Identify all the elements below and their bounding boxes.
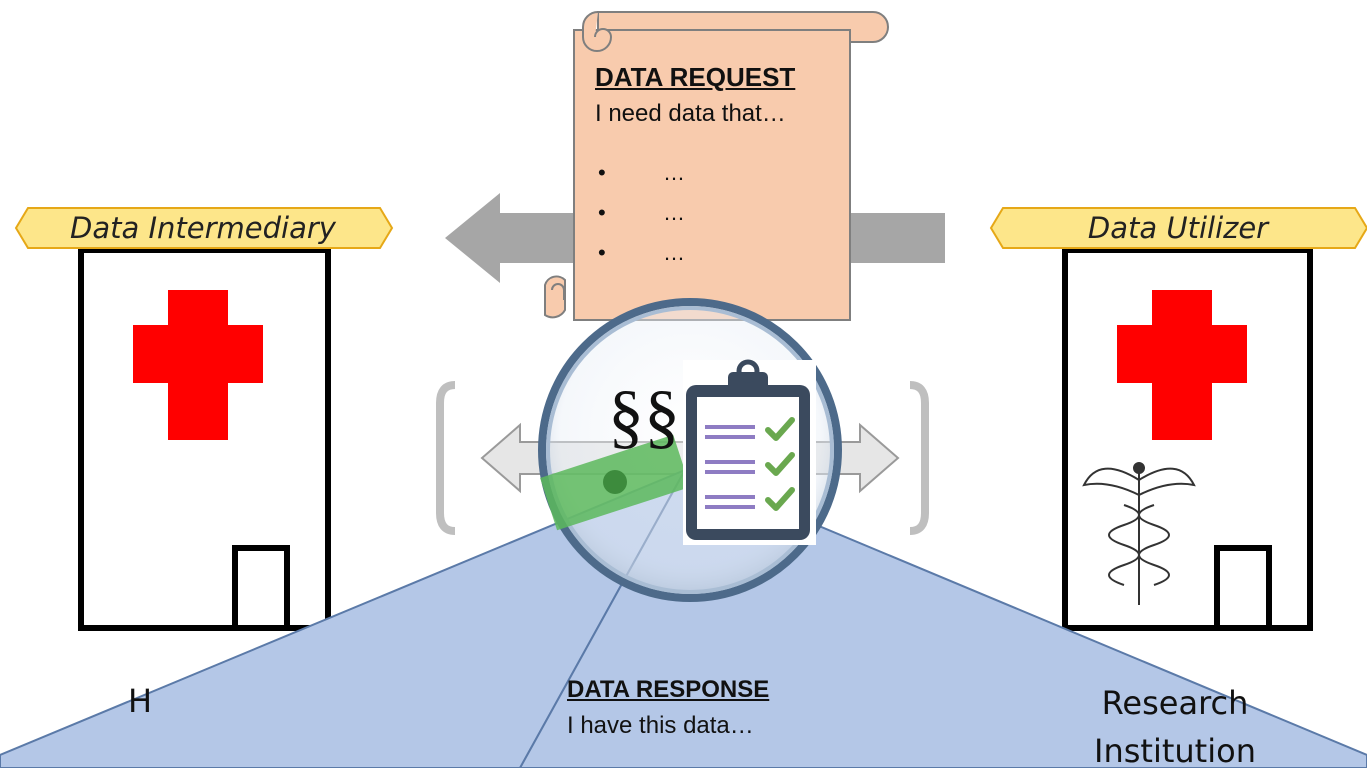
role-label-left-shape	[14, 207, 394, 249]
hospital-building-left	[78, 247, 331, 631]
bullet-text: …	[663, 200, 685, 225]
data-request-body: I need data that…	[595, 100, 786, 127]
role-label-data-intermediary: Data Intermediary	[70, 211, 336, 245]
bullet-text: …	[663, 240, 685, 265]
caption-institution: Institution	[1094, 732, 1256, 770]
clipboard-checklist-icon	[683, 359, 816, 545]
data-request-bullet-3: •…	[598, 240, 685, 265]
data-request-bullet-1: •…	[598, 160, 685, 185]
role-label-data-utilizer: Data Utilizer	[1087, 211, 1269, 245]
money-bill-icon	[540, 434, 691, 531]
paragraph-symbol: §§	[608, 376, 680, 456]
research-building-right	[1062, 247, 1313, 631]
red-cross-icon	[1117, 290, 1247, 440]
data-response-body: I have this data…	[567, 712, 754, 739]
data-request-bullet-2: •…	[598, 200, 685, 225]
role-label-right-shape	[989, 207, 1367, 249]
caption-left-partial: H	[128, 682, 153, 720]
bullet-text: …	[663, 160, 685, 185]
data-request-title: DATA REQUEST	[595, 62, 796, 92]
caduceus-icon	[1082, 462, 1196, 605]
data-response-title: DATA RESPONSE	[567, 676, 770, 703]
data-request-scroll	[544, 11, 889, 321]
red-cross-icon	[133, 290, 263, 440]
exchange-bracket	[436, 381, 929, 535]
caption-research: Research	[1101, 684, 1249, 722]
